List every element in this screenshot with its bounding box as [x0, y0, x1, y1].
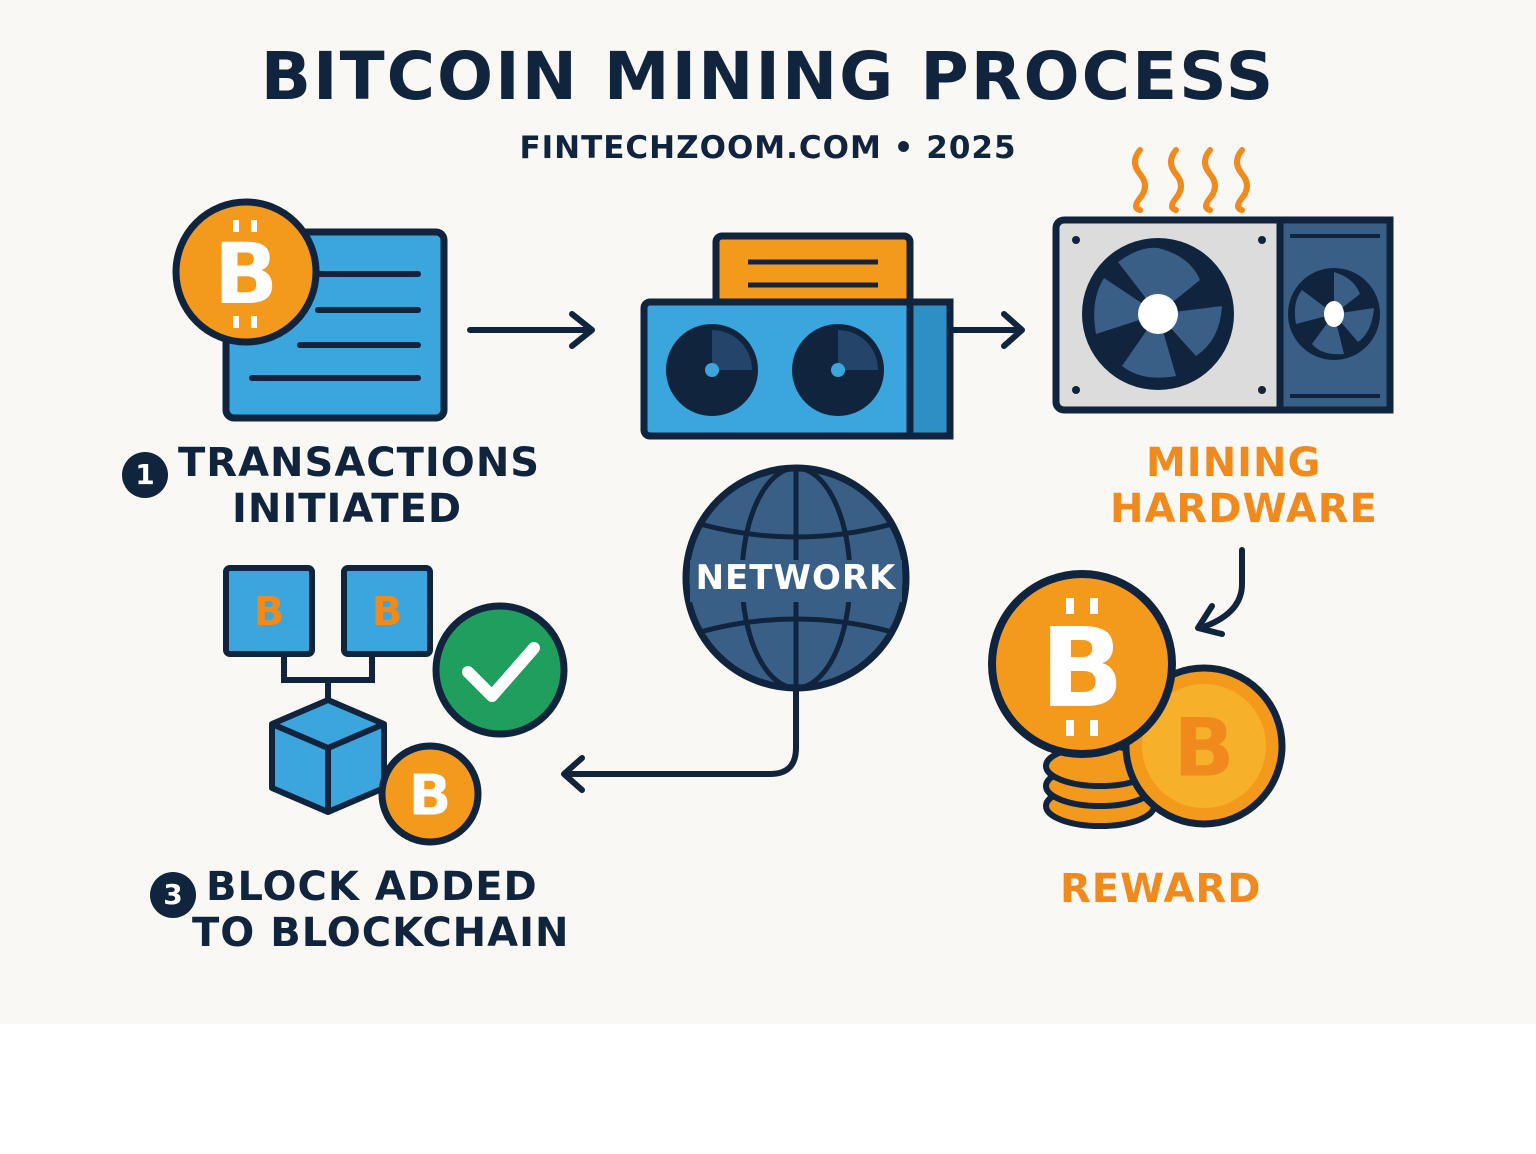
blockchain-block-icon: B B: [223, 565, 433, 815]
heat-waves-icon: [1132, 147, 1250, 213]
flow-arrow-down: [1195, 547, 1245, 637]
svg-text:B: B: [1040, 604, 1124, 732]
bitcoin-coin-icon: B: [172, 198, 320, 346]
bitcoin-coins-icon: B B: [988, 570, 1286, 829]
asic-miner-icon: [1052, 216, 1394, 414]
page-subtitle: FINTECHZOOM.COM • 2025: [519, 130, 1017, 166]
hardware-label-line1: MINING: [1146, 440, 1322, 486]
flow-arrow-right: [467, 311, 595, 349]
block-label-line2: TO BLOCKCHAIN: [192, 910, 570, 956]
svg-text:B: B: [372, 589, 403, 635]
svg-text:B: B: [214, 225, 278, 323]
infographic-canvas: BITCOIN MINING PROCESS FINTECHZOOM.COM •…: [0, 0, 1536, 1024]
bitcoin-coin-icon: B: [378, 742, 482, 846]
page-title: BITCOIN MINING PROCESS: [260, 38, 1276, 115]
transactions-label-line1: TRANSACTIONS: [178, 440, 541, 486]
network-label: NETWORK: [695, 558, 897, 598]
svg-text:B: B: [254, 589, 285, 635]
bottom-margin: [0, 1024, 1536, 1154]
hardware-label-line2: HARDWARE: [1110, 486, 1378, 532]
flow-arrow-left: [561, 685, 799, 793]
reward-label: REWARD: [1060, 866, 1262, 912]
step-number-badge: 1: [122, 452, 168, 498]
flow-arrow-right: [949, 311, 1025, 349]
svg-text:B: B: [409, 764, 452, 829]
checkmark-icon: [432, 602, 568, 738]
gpu-rig-icon: [640, 232, 954, 440]
block-label-line1: BLOCK ADDED: [206, 864, 538, 910]
globe-icon: [682, 464, 910, 692]
svg-text:B: B: [1174, 702, 1235, 795]
transactions-label-line2: INITIATED: [232, 486, 463, 532]
step-number-badge: 3: [150, 872, 196, 918]
diagram-graphics: B B: [172, 147, 1394, 846]
